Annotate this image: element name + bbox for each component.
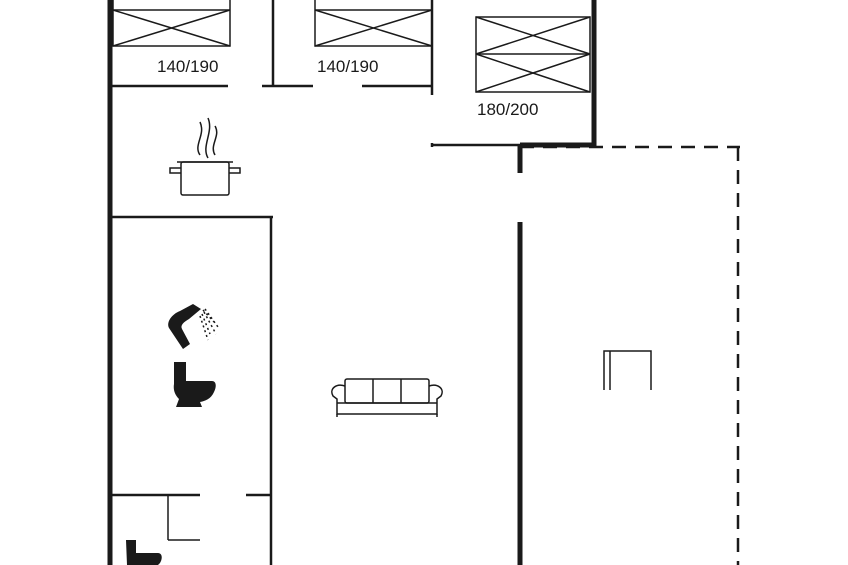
sofa-icon — [331, 378, 443, 417]
bed-size-label: 140/190 — [157, 57, 218, 76]
shower-icon — [168, 304, 219, 349]
bed-icon — [112, 0, 231, 47]
bed-icon — [314, 0, 433, 47]
terrace-outline — [520, 145, 740, 565]
cooking-pot-icon — [169, 117, 241, 196]
bed-size-label: 140/190 — [317, 57, 378, 76]
bed-icon — [475, 16, 591, 93]
toilet-icon — [126, 540, 162, 565]
bed-size-label: 180/200 — [477, 100, 538, 119]
walls — [107, 0, 597, 565]
toilet-icon — [173, 362, 216, 407]
fireplace-icon — [603, 350, 652, 390]
